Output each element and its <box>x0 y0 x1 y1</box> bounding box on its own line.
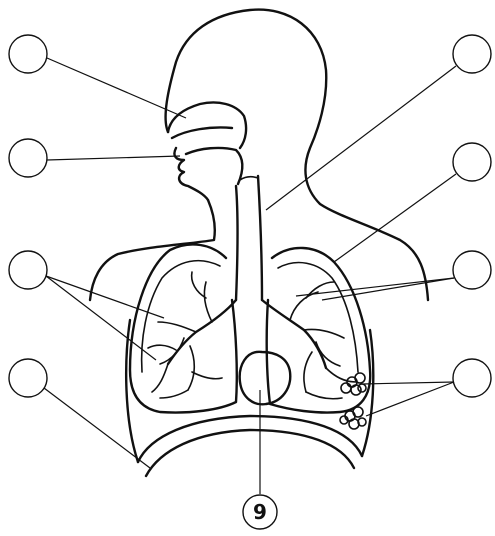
left-lung-outline <box>130 244 237 412</box>
numbered-label-text: 9 <box>253 500 267 524</box>
left-bronchus <box>168 300 236 364</box>
blank-label-circle-left-4[interactable] <box>9 359 47 397</box>
blank-label-circle-left-3[interactable] <box>9 251 47 289</box>
blank-label-circle-right-4[interactable] <box>453 359 491 397</box>
blank-label-circle-right-2[interactable] <box>453 143 491 181</box>
blank-label-circle-left-1[interactable] <box>9 35 47 73</box>
trachea-left-wall <box>236 186 238 300</box>
palate <box>172 127 232 138</box>
left-bronchioles <box>148 272 222 398</box>
nasal-cavity <box>168 103 246 149</box>
pharynx <box>186 148 242 184</box>
blank-label-circle-left-2[interactable] <box>9 139 47 177</box>
heart <box>240 352 291 404</box>
trachea-right-wall <box>258 176 262 300</box>
blank-label-circle-right-3[interactable] <box>453 251 491 289</box>
diaphragm-upper <box>138 416 362 462</box>
left-lung-inner-border <box>142 261 220 372</box>
neck-front <box>90 200 215 300</box>
epiglottis <box>240 177 258 180</box>
diaphragm-lower <box>146 430 354 476</box>
blank-label-circle-right-1[interactable] <box>453 35 491 73</box>
leader-lines <box>44 58 456 494</box>
head-outline <box>166 10 428 300</box>
